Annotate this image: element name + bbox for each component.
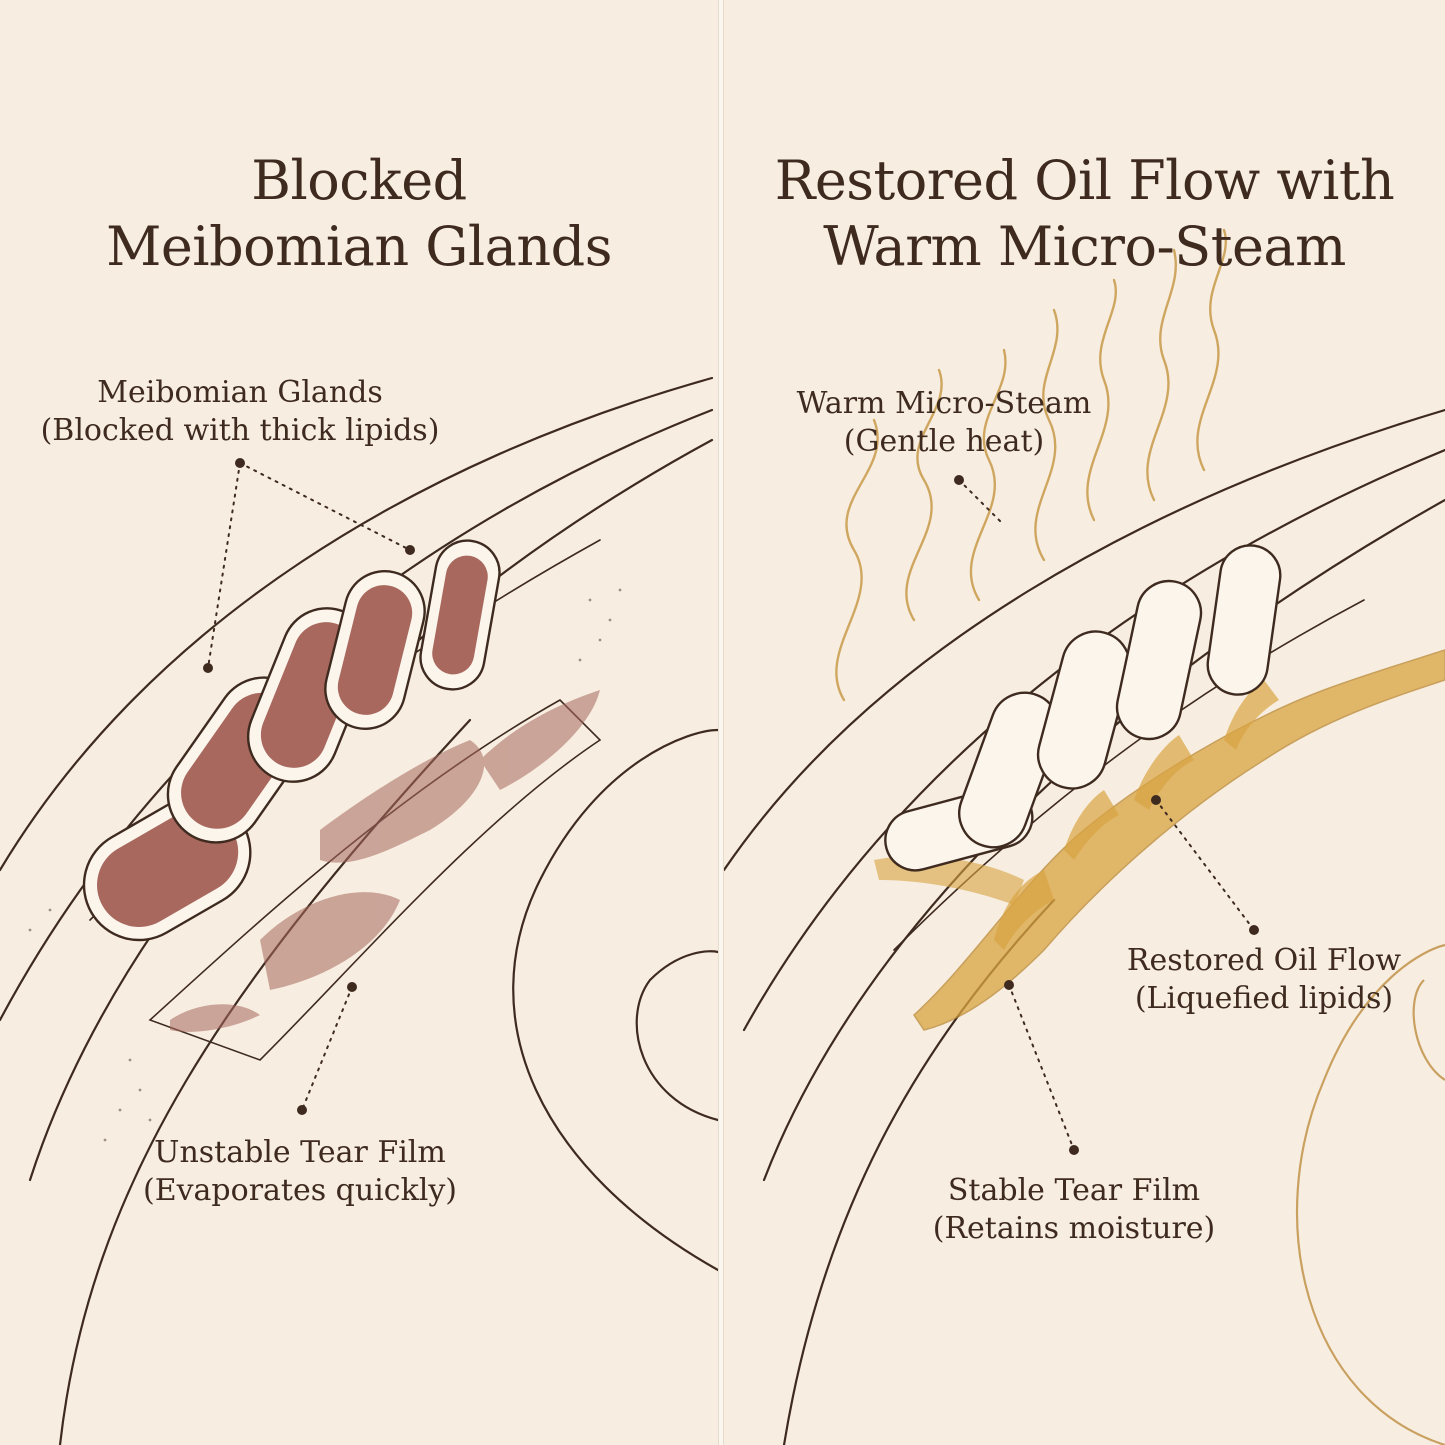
panel-title-blocked: Blocked Meibomian Glands [0, 148, 718, 280]
tear-film-callout: Unstable Tear Film (Evaporates quickly) [100, 1134, 500, 1210]
panel-divider [718, 0, 724, 1445]
callout-subtext: (Evaporates quickly) [142, 1173, 458, 1208]
gland-3 [1036, 630, 1132, 790]
eyeball-arc-inner [635, 950, 718, 1122]
callout-heading: Warm Micro-Steam [796, 386, 1092, 421]
callout-heading: Unstable Tear Film [154, 1135, 446, 1170]
restored-flow-illustration [724, 228, 1445, 1445]
callout-subtext: (Liquefied lipids) [1134, 981, 1394, 1016]
meibomian-glands [884, 544, 1282, 872]
title-line: Restored Oil Flow with [774, 149, 1395, 212]
callout-heading: Meibomian Glands [97, 375, 383, 410]
glands-callout: Meibomian Glands (Blocked with thick lip… [40, 374, 440, 450]
tear-film-callout: Stable Tear Film (Retains moisture) [924, 1172, 1224, 1248]
steam-wisps [835, 228, 1227, 702]
gland-2 [958, 691, 1060, 849]
leader-dot [1151, 795, 1161, 805]
eyeball-arcs [1295, 943, 1445, 1445]
restored-oil-flow [874, 649, 1445, 1031]
leader-dot [203, 663, 213, 673]
gland-4 [324, 569, 426, 731]
blocked-glands-panel: Blocked Meibomian Glands Meibomian Gland… [0, 0, 718, 1445]
leader-lines [958, 479, 1255, 1151]
gland-5 [419, 539, 501, 691]
leader-dot [954, 475, 964, 485]
leader-dot [1004, 980, 1014, 990]
leader-dot [297, 1105, 307, 1115]
leader-dot [235, 458, 245, 468]
leader-dot [347, 982, 357, 992]
steam-callout: Warm Micro-Steam (Gentle heat) [774, 385, 1114, 461]
oil-flow-callout: Restored Oil Flow (Liquefied lipids) [1104, 942, 1424, 1018]
title-line: Meibomian Glands [106, 215, 612, 278]
leader-dot [1249, 925, 1259, 935]
meibomian-glands [82, 539, 501, 942]
callout-heading: Stable Tear Film [947, 1173, 1201, 1208]
gland-duct-line [893, 599, 1365, 951]
blocked-lipid-smear [170, 690, 600, 1032]
restored-flow-panel: Restored Oil Flow with Warm Micro-Steam … [724, 0, 1445, 1445]
title-line: Blocked [251, 149, 467, 212]
eyelid-outline-outer [724, 408, 1445, 872]
leader-dot [1069, 1145, 1079, 1155]
leader-dot [405, 545, 415, 555]
stipple-texture [28, 588, 622, 1142]
callout-heading: Restored Oil Flow [1126, 943, 1402, 978]
callout-subtext: (Gentle heat) [843, 424, 1045, 459]
eyelid-outline-outer [0, 376, 714, 872]
title-line: Warm Micro-Steam [823, 215, 1346, 278]
gland-5 [1206, 544, 1282, 696]
eyeball-arc-outer [512, 728, 718, 1272]
panel-title-restored: Restored Oil Flow with Warm Micro-Steam [724, 148, 1445, 280]
callout-subtext: (Retains moisture) [932, 1211, 1216, 1246]
eyelid-outline-inner [742, 448, 1445, 1032]
gland-4 [1115, 579, 1203, 741]
leader-lines [207, 462, 411, 1111]
blocked-glands-illustration [0, 376, 718, 1445]
callout-subtext: (Blocked with thick lipids) [40, 413, 440, 448]
